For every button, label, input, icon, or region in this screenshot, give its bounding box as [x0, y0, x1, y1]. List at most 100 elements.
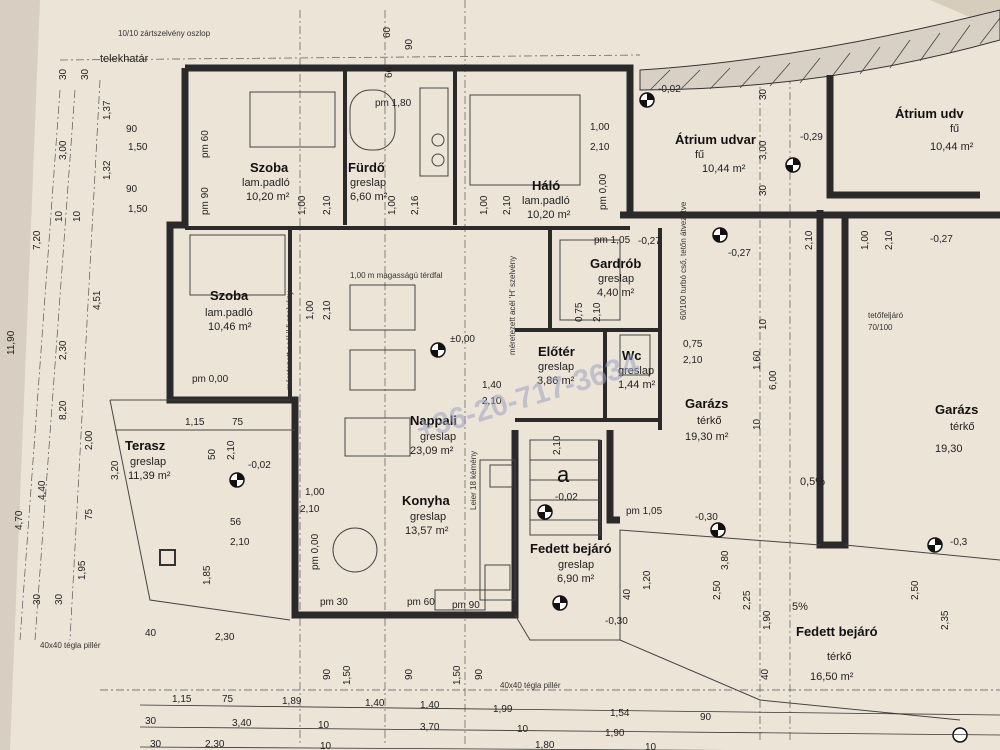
room-szoba-1: Szoba lam.padló 10,20 m² [242, 160, 290, 203]
svg-text:50: 50 [207, 448, 218, 460]
room-floor: térkő [697, 415, 721, 427]
svg-text:1,85: 1,85 [202, 565, 213, 585]
svg-text:1,37: 1,37 [102, 100, 113, 120]
svg-text:4,40: 4,40 [37, 480, 48, 500]
room-area: 10,44 m² [930, 141, 974, 153]
svg-text:1,15: 1,15 [172, 694, 192, 705]
room-name: Fürdő [348, 160, 385, 175]
room-name: Átrium udvar [675, 132, 756, 147]
svg-text:8,20: 8,20 [58, 400, 69, 420]
slope-note-2: 5% [792, 601, 808, 613]
svg-text:pm 0,00: pm 0,00 [310, 533, 321, 570]
roof-access-size: 70/100 [868, 323, 893, 332]
stairs [529, 439, 601, 536]
room-area: 10,44 m² [702, 163, 746, 175]
level-markers [229, 92, 968, 743]
svg-text:30: 30 [145, 716, 157, 727]
svg-text:2,10: 2,10 [226, 440, 237, 460]
room-name: Szoba [210, 288, 249, 303]
svg-text:-0,27: -0,27 [728, 248, 751, 259]
room-area: 10,20 m² [246, 191, 290, 203]
svg-text:pm 90: pm 90 [200, 187, 211, 215]
svg-text:11,90: 11,90 [6, 330, 17, 355]
svg-text:1,60: 1,60 [752, 350, 763, 370]
room-area: 19,30 m² [685, 431, 729, 443]
svg-text:0,75: 0,75 [574, 302, 585, 322]
room-floor: greslap [598, 273, 634, 285]
room-name: Fedett bejáró [530, 541, 612, 556]
chimney-box [489, 464, 513, 488]
slope-note: 0,5% [800, 476, 825, 488]
svg-text:1,20: 1,20 [642, 570, 653, 590]
room-nappali: Nappali greslap 23,09 m² [410, 413, 457, 457]
svg-text:-0,29: -0,29 [800, 132, 823, 143]
svg-text:0,75: 0,75 [683, 339, 703, 350]
svg-text:pm 0,00: pm 0,00 [598, 173, 609, 210]
room-halo: Háló lam.padló 10,20 m² [522, 178, 571, 221]
svg-text:60: 60 [382, 26, 393, 38]
room-gardrob: Gardrób greslap 4,40 m² [590, 256, 641, 299]
svg-text:1,89: 1,89 [282, 696, 302, 707]
svg-text:2,10: 2,10 [683, 355, 703, 366]
room-name: Wc [622, 348, 642, 363]
svg-text:90: 90 [474, 668, 485, 680]
svg-text:75: 75 [222, 694, 234, 705]
left-dimensions: 1,37 3,00 1,32 7,20 4,51 2,30 11,90 8,20… [6, 100, 250, 643]
sofa-1 [349, 284, 416, 331]
beam-note-1: méretezett acél 'H' szelvény [285, 291, 294, 390]
svg-text:pm 1,05: pm 1,05 [594, 235, 631, 246]
room-furdo: Fürdő greslap 6,60 m² [348, 160, 388, 203]
svg-text:1,00: 1,00 [305, 487, 325, 498]
pm-labels: pm 60 pm 90 pm 1,80 pm 0,00 pm 1,05 pm 0… [192, 98, 663, 611]
room-garazs-2: Garázs térkő 19,30 [935, 402, 978, 455]
room-area: 6,60 m² [350, 191, 388, 203]
svg-text:10: 10 [318, 720, 330, 731]
room-name: Előtér [538, 344, 575, 359]
svg-text:2,30: 2,30 [215, 632, 235, 643]
svg-text:2,10: 2,10 [300, 504, 320, 515]
svg-text:2,50: 2,50 [910, 580, 921, 600]
svg-text:±0,00: ±0,00 [450, 334, 475, 345]
svg-text:1,00: 1,00 [297, 195, 308, 215]
svg-text:60: 60 [384, 66, 395, 78]
svg-text:10: 10 [758, 318, 769, 330]
toilet [619, 334, 651, 376]
dining-table [332, 527, 378, 573]
svg-text:2,10: 2,10 [482, 396, 502, 407]
svg-text:90: 90 [322, 668, 333, 680]
svg-text:1,50: 1,50 [128, 204, 148, 215]
svg-text:1,95: 1,95 [77, 560, 88, 580]
svg-text:4,70: 4,70 [14, 510, 25, 530]
svg-text:-0,02: -0,02 [248, 460, 271, 471]
svg-text:pm 60: pm 60 [200, 130, 211, 158]
right-dimensions: 30 3,00 30 2,10 1,00 2,10 10 1,60 6,00 1… [552, 88, 951, 680]
svg-text:10: 10 [72, 210, 83, 222]
chimney-note: Leier 18 kémény [469, 451, 478, 510]
svg-text:10: 10 [752, 418, 763, 430]
svg-text:2,30: 2,30 [58, 340, 69, 360]
svg-text:10: 10 [517, 724, 529, 735]
svg-text:75: 75 [232, 417, 244, 428]
room-konyha: Konyha greslap 13,57 m² [402, 493, 450, 537]
svg-text:30: 30 [54, 593, 65, 605]
svg-text:1,90: 1,90 [605, 728, 625, 739]
svg-text:1,00: 1,00 [590, 122, 610, 133]
sofa-3 [344, 417, 411, 457]
room-area: 3,86 m² [537, 375, 575, 387]
room-name: Átrium udv [895, 106, 964, 121]
level-labels: -0,02 -0,29 -0,27 ±0,00 -0,27 -0,02 -0,0… [248, 84, 968, 627]
svg-text:pm 90: pm 90 [452, 600, 480, 611]
bottom-dimensions: 1,15 75 1,89 1,40 1,40 1,99 1,54 90 30 3… [139, 665, 1000, 750]
svg-text:10: 10 [54, 210, 65, 222]
svg-text:56: 56 [230, 517, 242, 528]
room-terasz: Terasz greslap 11,39 m² [125, 438, 171, 482]
room-area: 16,50 m² [810, 671, 854, 683]
svg-text:90: 90 [126, 124, 138, 135]
svg-text:1,80: 1,80 [535, 740, 555, 750]
room-floor: lam.padló [522, 195, 570, 207]
svg-text:90: 90 [700, 712, 712, 723]
svg-text:-0,27: -0,27 [638, 236, 661, 247]
svg-text:3,40: 3,40 [232, 718, 252, 729]
svg-text:1,40: 1,40 [365, 698, 385, 709]
svg-text:1,54: 1,54 [610, 708, 630, 719]
